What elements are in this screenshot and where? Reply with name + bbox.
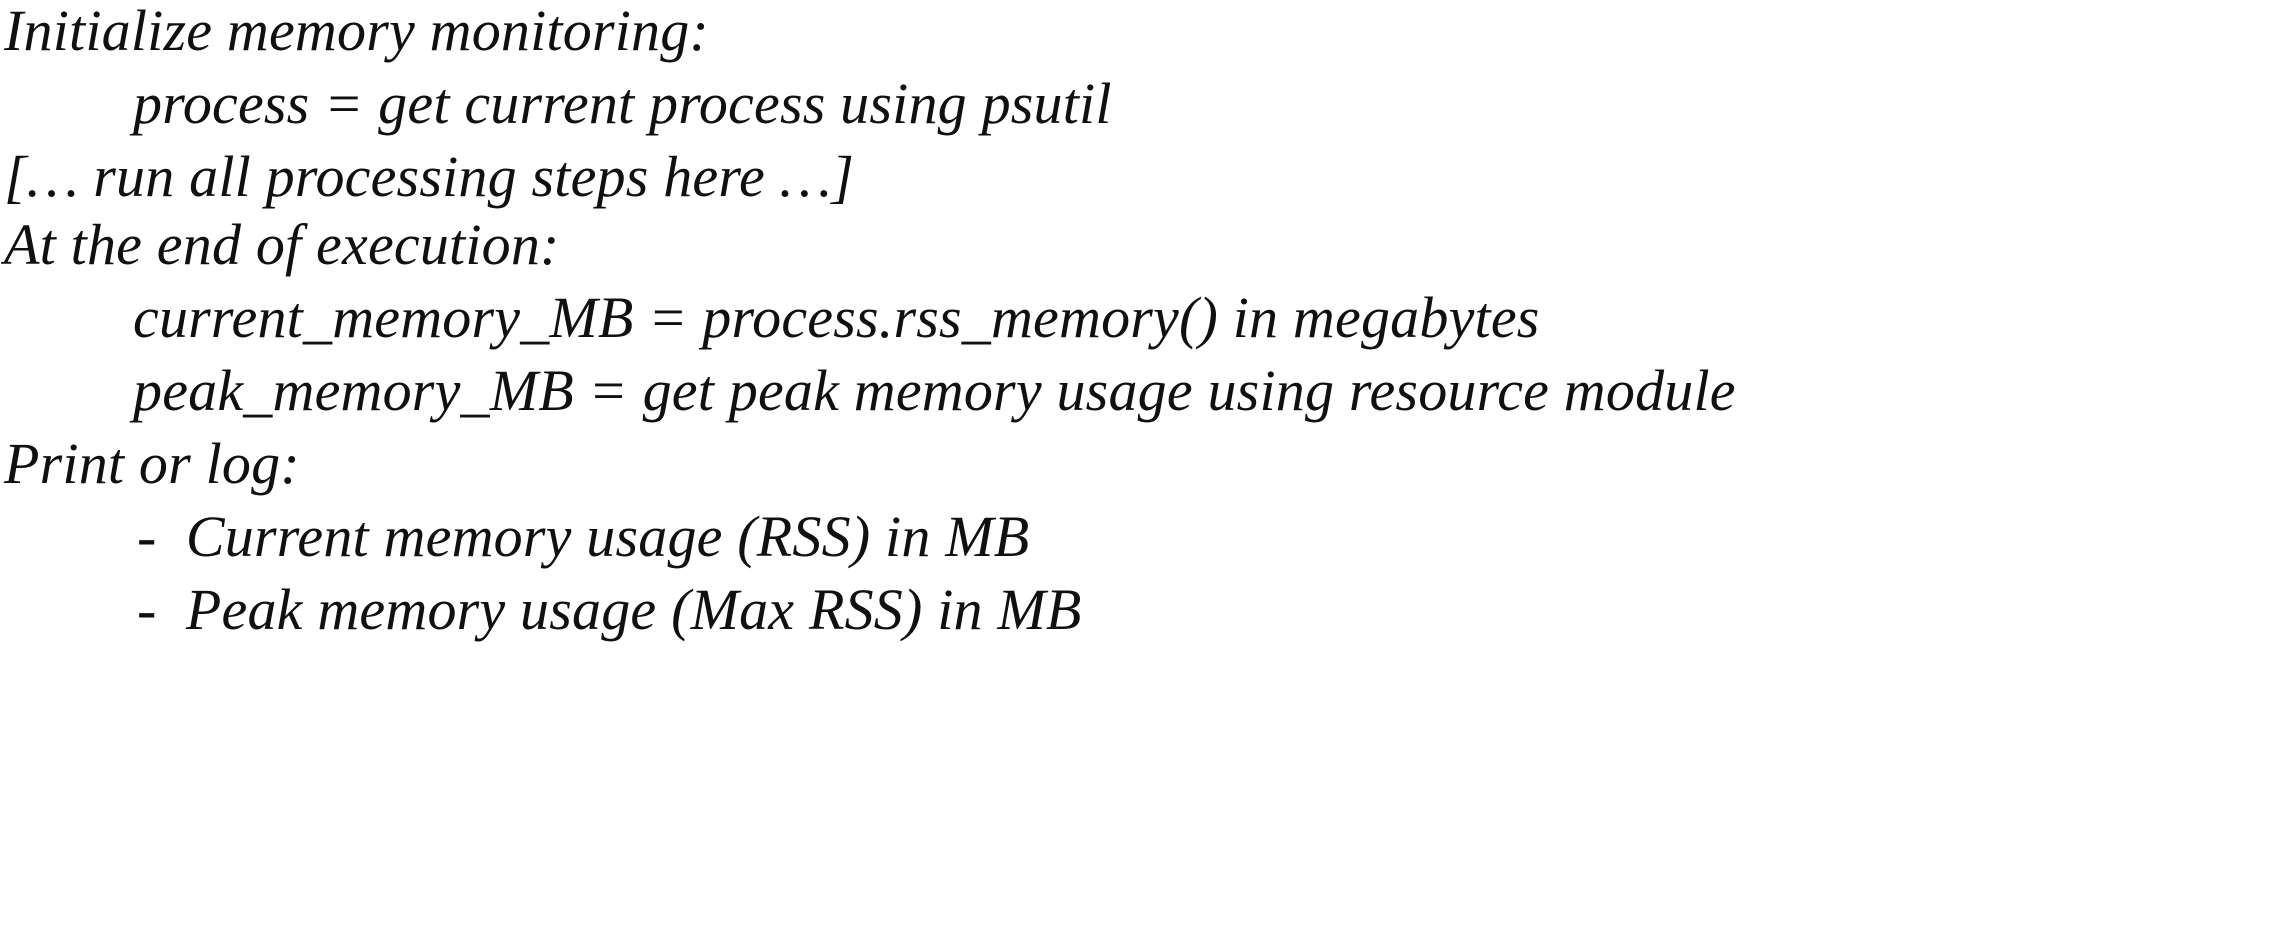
pseudocode-line-init-header: Initialize memory monitoring: [4, 0, 709, 63]
pseudocode-line-process-assignment: process = get current process using psut… [133, 71, 1112, 136]
pseudocode-line-bullet-current-memory: - Current memory usage (RSS) in MB [137, 504, 1030, 569]
pseudocode-line-current-memory-assignment: current_memory_MB = process.rss_memory()… [133, 285, 1540, 350]
pseudocode-line-peak-memory-assignment: peak_memory_MB = get peak memory usage u… [133, 358, 1736, 423]
pseudocode-line-end-of-execution-header: At the end of execution: [4, 212, 560, 277]
pseudocode-line-print-or-log-header: Print or log: [4, 431, 300, 496]
pseudocode-line-processing-steps-placeholder: [… run all processing steps here …] [4, 144, 855, 209]
pseudocode-line-bullet-peak-memory: - Peak memory usage (Max RSS) in MB [137, 577, 1082, 642]
